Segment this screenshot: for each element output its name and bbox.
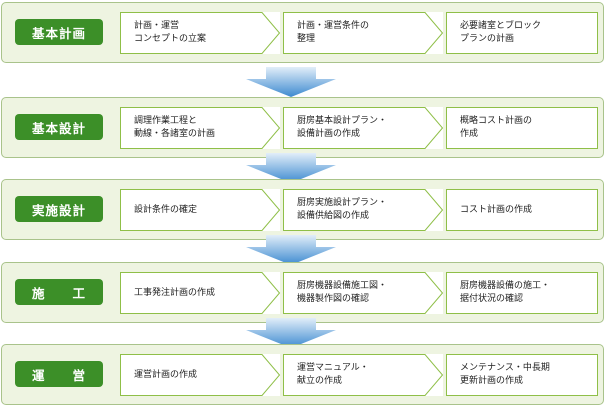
step-arrow-shape	[120, 189, 281, 231]
phase-basic-planning: 基本計画 計画・運営 コンセプトの立案 計画・運営条件の 整理 必要諸室とブロッ…	[1, 2, 604, 63]
step-text: メンテナンス・中長期 更新計画の作成	[460, 363, 550, 386]
step-box: コスト計画の作成	[446, 189, 598, 231]
step-text: 厨房実施設計プラン・ 設備供給図の作成	[297, 198, 388, 221]
down-arrow-icon	[246, 318, 336, 348]
step-arrow-shape	[283, 272, 444, 314]
step-text: 厨房機器設備の施工・ 据付状況の確認	[460, 281, 551, 304]
step-text: 調理作業工程と 動線・各諸室の計画	[134, 116, 216, 139]
step-box: 厨房実施設計プラン・ 設備供給図の作成	[283, 189, 444, 231]
step-box: 概略コスト計画の 作成	[446, 107, 598, 149]
step-arrow-shape	[120, 12, 281, 54]
step-box: 設計条件の確定	[120, 189, 281, 231]
step-text: 工事発注計画の作成	[134, 287, 216, 298]
down-arrow-icon	[246, 67, 336, 97]
step-box: メンテナンス・中長期 更新計画の作成	[446, 354, 598, 396]
step-arrow-shape	[283, 107, 444, 149]
step-arrow-shape	[120, 272, 281, 314]
phase-detailed-design: 実施設計 設計条件の確定 厨房実施設計プラン・ 設備供給図の作成 コスト計画の作…	[1, 179, 604, 240]
step-box: 計画・運営条件の 整理	[283, 12, 444, 54]
phase-basic-design: 基本設計 調理作業工程と 動線・各諸室の計画 厨房基本設計プラン・ 設備計画の作…	[1, 97, 604, 158]
step-box-shape	[446, 107, 598, 149]
step-arrow-shape	[283, 189, 444, 231]
step-box: 必要諸室とブロック プランの計画	[446, 12, 598, 54]
step-box: 運営計画の作成	[120, 354, 281, 396]
step-text: 運営マニュアル・ 献立の作成	[297, 363, 369, 386]
step-text: コスト計画の作成	[460, 204, 533, 215]
step-box: 厨房基本設計プラン・ 設備計画の作成	[283, 107, 444, 149]
step-text: 計画・運営条件の 整理	[297, 21, 370, 44]
phase-label: 施 工	[15, 279, 103, 305]
step-arrow-shape	[283, 12, 444, 54]
step-box-shape	[446, 272, 598, 314]
step-box: 厨房機器設備施工図・ 機器製作図の確認	[283, 272, 444, 314]
step-text: 必要諸室とブロック プランの計画	[460, 21, 542, 44]
step-box: 計画・運営 コンセプトの立案	[120, 12, 281, 54]
step-box: 調理作業工程と 動線・各諸室の計画	[120, 107, 281, 149]
step-box: 厨房機器設備の施工・ 据付状況の確認	[446, 272, 598, 314]
down-arrow-icon	[246, 235, 336, 265]
phase-label: 実施設計	[15, 196, 103, 222]
phase-label: 基本設計	[15, 114, 103, 140]
step-text: 運営計画の作成	[134, 369, 198, 380]
phase-label: 運 営	[15, 361, 103, 387]
step-text: 設計条件の確定	[134, 204, 198, 215]
step-text: 厨房基本設計プラン・ 設備計画の作成	[297, 116, 388, 139]
down-arrow-icon	[246, 153, 336, 183]
phase-label: 基本計画	[15, 19, 103, 45]
step-box-shape	[446, 189, 598, 231]
step-arrow-shape	[283, 354, 444, 396]
step-arrow-shape	[120, 354, 281, 396]
step-box-shape	[446, 12, 598, 54]
step-arrow-shape	[120, 107, 281, 149]
phase-operation: 運 営 運営計画の作成 運営マニュアル・ 献立の作成 メンテナンス・中長期 更新…	[1, 344, 604, 405]
step-box: 工事発注計画の作成	[120, 272, 281, 314]
step-box: 運営マニュアル・ 献立の作成	[283, 354, 444, 396]
phase-construction: 施 工 工事発注計画の作成 厨房機器設備施工図・ 機器製作図の確認 厨房機器設備…	[1, 262, 604, 323]
step-text: 計画・運営 コンセプトの立案	[134, 21, 207, 44]
step-text: 概略コスト計画の 作成	[460, 116, 533, 139]
step-text: 厨房機器設備施工図・ 機器製作図の確認	[297, 281, 388, 304]
step-box-shape	[446, 354, 598, 396]
